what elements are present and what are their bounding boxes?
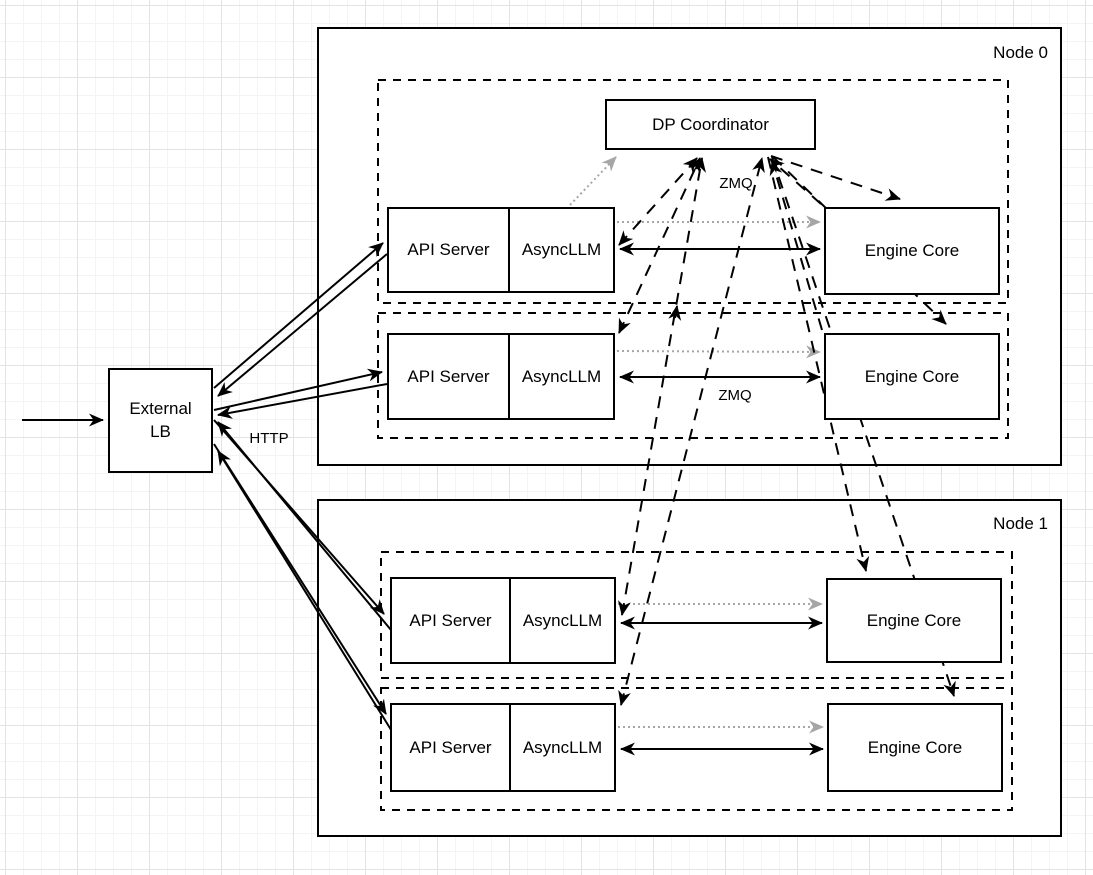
edge-zmq-mid-arrowhead bbox=[668, 305, 682, 321]
node1-label: Node 1 bbox=[993, 514, 1048, 533]
node0-row2-engine-core-label: Engine Core bbox=[864, 366, 960, 386]
edge-n0r1-async-coordinator-dotted bbox=[569, 156, 617, 206]
node1-row2-engine-core-label: Engine Core bbox=[867, 737, 963, 757]
edge-n0r1-api-to-lb bbox=[217, 253, 388, 397]
edge-lb-to-n0r1-api bbox=[213, 242, 384, 389]
edge-n1r2-async-coordinator-zmq bbox=[618, 157, 765, 706]
node1-row1-engine-core-label: Engine Core bbox=[866, 610, 962, 630]
node1-row1-apiserver-asyncllm-box: API Server AsyncLLM bbox=[390, 577, 616, 664]
edge-coordinator-n1r2-engine bbox=[771, 156, 956, 697]
node1-row1-async-llm: AsyncLLM bbox=[522, 610, 603, 630]
dp-coordinator-label: DP Coordinator bbox=[652, 114, 769, 134]
node0-row1-engine-core-label: Engine Core bbox=[864, 241, 960, 260]
edge-lb-to-n0r2-api bbox=[213, 368, 383, 411]
edge-n1r1-api-to-lb bbox=[217, 421, 392, 631]
node0-row1-async-llm: AsyncLLM bbox=[521, 240, 602, 259]
edge-n1r2-api-to-lb bbox=[217, 450, 394, 734]
node0-row1-api-server: API Server bbox=[389, 209, 510, 291]
zmq-coordinator-label: ZMQ bbox=[719, 175, 753, 192]
node0-row2-engine-core-box: Engine Core bbox=[824, 333, 1000, 420]
node1-row2-apiserver-asyncllm-box: API Server AsyncLLM bbox=[390, 703, 616, 792]
node0-row2-apiserver-asyncllm-box: API Server AsyncLLM bbox=[387, 333, 615, 420]
node1-row1-engine-core-box: Engine Core bbox=[826, 578, 1002, 663]
http-label: HTTP bbox=[249, 430, 289, 447]
edge-n0r2-api-to-lb bbox=[217, 383, 388, 419]
node0-row1-apiserver-asyncllm-box: API Server AsyncLLM bbox=[387, 207, 615, 293]
node1-row2-async-llm: AsyncLLM bbox=[522, 737, 603, 757]
node0-row2-api-server: API Server bbox=[389, 335, 510, 418]
edge-coordinator-n1r1-engine bbox=[767, 156, 870, 572]
external-lb-label-line1: External bbox=[129, 398, 192, 418]
edge-n0r2-engine-coordinator bbox=[769, 160, 823, 331]
zmq-engine-label: ZMQ bbox=[718, 387, 752, 404]
edge-coordinator-n0r2-engine bbox=[772, 156, 947, 325]
external-lb-label-line2: LB bbox=[150, 421, 171, 441]
node1-row2-api-server: API Server bbox=[392, 705, 511, 790]
node0-group-row1 bbox=[377, 79, 1009, 304]
node0-row1-engine-core-box: Engine Core bbox=[824, 207, 1000, 295]
node0-row2-async-llm: AsyncLLM bbox=[521, 366, 602, 386]
external-lb-box: External LB bbox=[108, 368, 213, 473]
node1-row1-api-server: API Server bbox=[392, 579, 511, 662]
node1-row2-engine-core-box: Engine Core bbox=[827, 703, 1003, 792]
edge-n0r1-engine-coordinator bbox=[769, 158, 822, 205]
node0-label: Node 0 bbox=[993, 43, 1048, 62]
edge-coordinator-n0r1-engine bbox=[770, 155, 901, 201]
dp-coordinator-box: DP Coordinator bbox=[605, 99, 816, 150]
